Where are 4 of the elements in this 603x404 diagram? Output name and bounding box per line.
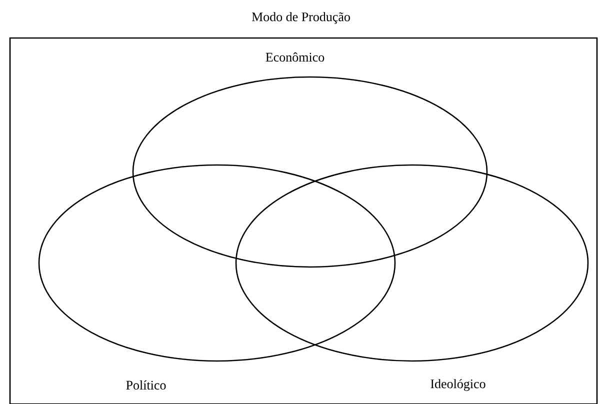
node-label: Ideológico [430,379,486,391]
node-label: Modo de Produção [252,12,350,24]
node-label: Político [126,380,166,390]
node-label: Econômico [266,52,324,62]
